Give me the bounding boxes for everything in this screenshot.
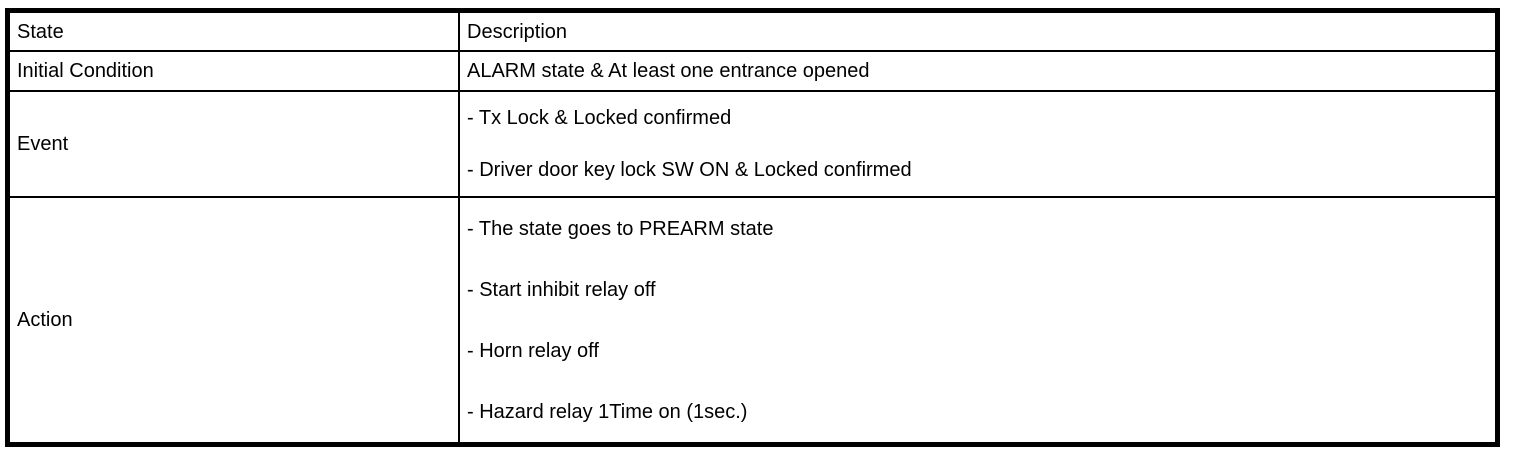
description-lines: ALARM state & At least one entrance open…	[467, 53, 1495, 89]
description-line: - Driver door key lock SW ON & Locked co…	[467, 159, 912, 181]
table-header-row: State Description	[6, 9, 1499, 52]
description-cell-event: - Tx Lock & Locked confirmed - Driver do…	[458, 90, 1499, 198]
state-cell-initial-condition: Initial Condition	[6, 50, 460, 92]
description-line: - Hazard relay 1Time on (1sec.)	[467, 400, 748, 423]
description-line: - Tx Lock & Locked confirmed	[467, 107, 732, 129]
description-line: - The state goes to PREARM state	[467, 217, 774, 240]
state-description-table: State Description Initial Condition ALAR…	[5, 8, 1500, 447]
description-line: ALARM state & At least one entrance open…	[467, 60, 870, 82]
column-header-state: State	[6, 9, 460, 52]
description-cell-action: - The state goes to PREARM state - Start…	[458, 196, 1499, 446]
table-row-action: Action - The state goes to PREARM state …	[6, 196, 1499, 446]
description-line: - Start inhibit relay off	[467, 278, 656, 301]
description-lines: - Tx Lock & Locked confirmed - Driver do…	[467, 93, 1495, 195]
description-lines: - The state goes to PREARM state - Start…	[467, 199, 1495, 442]
description-line: - Horn relay off	[467, 339, 599, 362]
table-row-event: Event - Tx Lock & Locked confirmed - Dri…	[6, 90, 1499, 198]
column-header-description: Description	[458, 9, 1499, 52]
description-cell-initial-condition: ALARM state & At least one entrance open…	[458, 50, 1499, 92]
state-cell-event: Event	[6, 90, 460, 198]
state-cell-action: Action	[6, 196, 460, 446]
table-row-initial-condition: Initial Condition ALARM state & At least…	[6, 50, 1499, 92]
